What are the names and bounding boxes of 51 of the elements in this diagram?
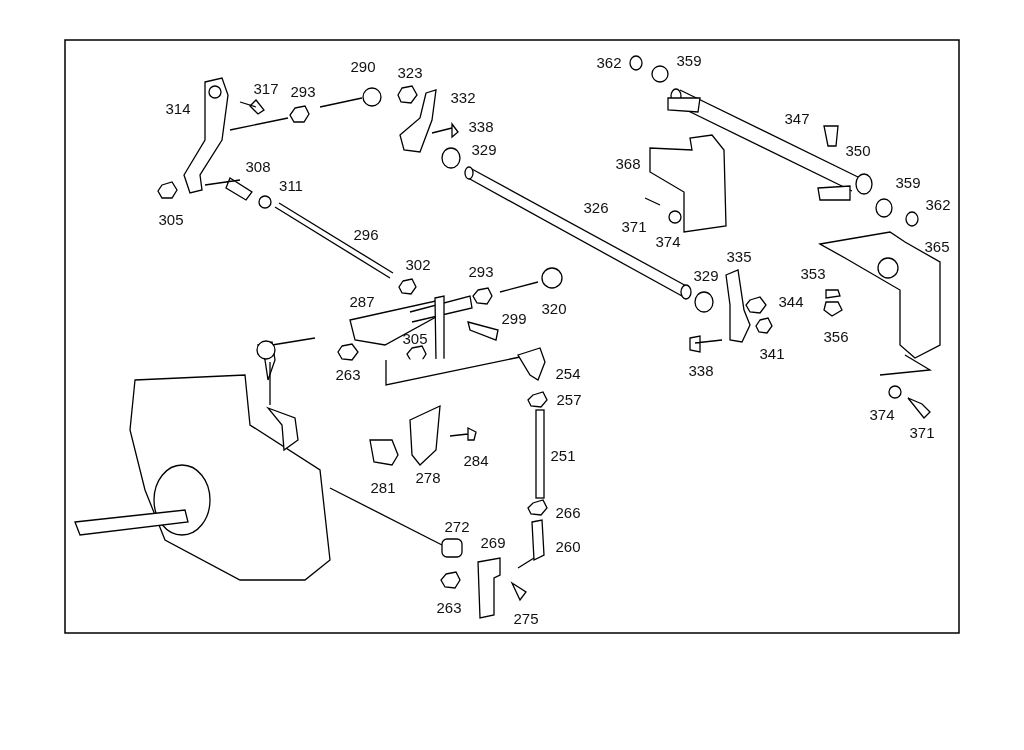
callout-number: 359 — [676, 52, 702, 68]
callout-number: 362 — [596, 54, 622, 70]
callout-number: 308 — [245, 158, 271, 174]
callout-number: 338 — [688, 362, 714, 378]
callout-number: 344 — [778, 293, 804, 309]
callout-number: 332 — [450, 89, 476, 105]
callout-number: 362 — [925, 196, 951, 212]
callout-number: 278 — [415, 469, 441, 485]
callout-number: 329 — [693, 267, 719, 283]
callout-number: 290 — [350, 58, 376, 74]
callout-number: 281 — [370, 479, 396, 495]
callout-number: 365 — [924, 238, 950, 254]
callout-number: 296 — [353, 226, 379, 242]
callout-number: 314 — [165, 100, 191, 116]
callout-number: 275 — [513, 610, 539, 626]
callout-number: 263 — [436, 599, 462, 615]
callout-number: 374 — [655, 233, 681, 249]
callout-number: 254 — [555, 365, 581, 381]
callout-number: 272 — [444, 518, 470, 534]
callout-number: 302 — [405, 256, 431, 272]
callout-number: 257 — [556, 391, 582, 407]
callout-number: 299 — [501, 310, 527, 326]
callout-number: 335 — [726, 248, 752, 264]
callout-number: 371 — [909, 424, 935, 440]
callout-number: 329 — [471, 141, 497, 157]
callout-number: 341 — [759, 345, 785, 361]
callout-number: 353 — [800, 265, 826, 281]
callout-number: 260 — [555, 538, 581, 554]
callout-number: 368 — [615, 155, 641, 171]
callout-number: 320 — [541, 300, 567, 316]
callout-number: 347 — [784, 110, 810, 126]
callout-number: 269 — [480, 534, 506, 550]
callout-number: 266 — [555, 504, 581, 520]
callout-number: 287 — [349, 293, 375, 309]
callout-number: 311 — [279, 177, 303, 193]
callout-number: 374 — [869, 406, 895, 422]
callout-number: 356 — [823, 328, 849, 344]
callout-number: 305 — [158, 211, 184, 227]
callout-number: 317 — [253, 80, 279, 96]
callout-number: 338 — [468, 118, 494, 134]
callout-number: 263 — [335, 366, 361, 382]
callout-number: 293 — [468, 263, 494, 279]
callout-number: 284 — [463, 452, 489, 468]
callout-number: 359 — [895, 174, 921, 190]
callout-number: 293 — [290, 83, 316, 99]
callout-number: 326 — [583, 199, 609, 215]
callout-number: 323 — [397, 64, 423, 80]
callout-number: 251 — [550, 447, 576, 463]
callout-number: 305 — [402, 330, 428, 346]
callout-number: 371 — [621, 218, 647, 234]
callout-number: 350 — [845, 142, 871, 158]
